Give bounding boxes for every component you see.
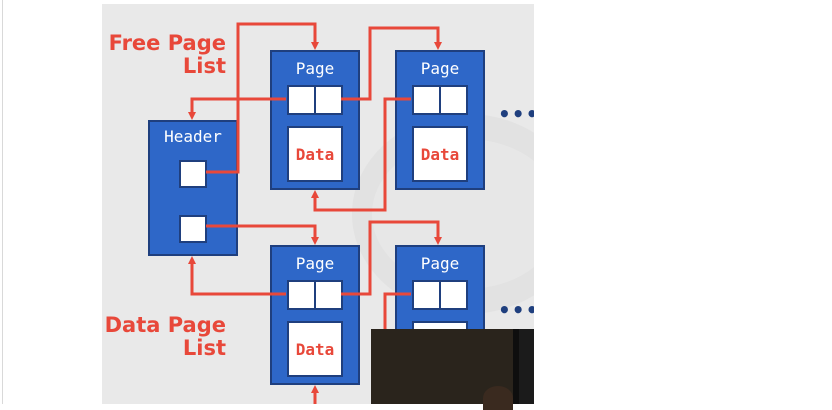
free-page-1: Page Data <box>270 50 360 190</box>
slide: Free Page List Data Page List Header Pag… <box>102 4 534 404</box>
page-label: Page <box>420 59 460 78</box>
data-page-list-title: Data Page List <box>102 314 226 360</box>
data-panel: Data <box>287 321 343 377</box>
next-pointer-slot <box>439 280 468 310</box>
more-pages-ellipsis-bottom: ••• <box>498 298 534 322</box>
speaker-head <box>483 386 513 410</box>
free-page-list-title: Free Page List <box>102 32 226 78</box>
data-label: Data <box>295 339 335 359</box>
data-title-line-1: Data Page <box>104 313 226 337</box>
next-pointer-slot <box>314 85 343 115</box>
data-panel: Data <box>412 126 468 182</box>
arrow-header-to-free-page-1 <box>206 22 319 174</box>
header-box: Header <box>148 120 238 256</box>
page-label: Page <box>295 59 335 78</box>
video-edge <box>513 329 519 404</box>
left-border <box>2 0 3 404</box>
page-label: Page <box>295 254 335 273</box>
free-title-line-1: Free Page <box>108 31 226 55</box>
arrow-header-to-data-page-1 <box>206 224 319 245</box>
data-label: Data <box>295 144 335 164</box>
arrow-data-page-1-to-data-page-2 <box>341 220 442 296</box>
data-label: Data <box>420 144 460 164</box>
data-page-1: Page Data <box>270 245 360 385</box>
arrow-free-page-2-to-free-page-1 <box>311 97 411 212</box>
prev-pointer-slot <box>287 85 316 115</box>
next-pointer-slot <box>439 85 468 115</box>
speaker-video-overlay <box>371 329 534 410</box>
data-list-pointer-slot <box>179 215 207 243</box>
free-page-2: Page Data <box>395 50 485 190</box>
free-list-pointer-slot <box>179 160 207 188</box>
data-title-line-2: List <box>182 336 226 360</box>
free-title-line-2: List <box>182 54 226 78</box>
arrow-data-page-1-to-header <box>188 256 286 296</box>
more-pages-ellipsis-top: ••• <box>498 102 534 126</box>
next-pointer-slot <box>314 280 343 310</box>
arrow-free-page-1-to-free-page-2 <box>341 26 442 101</box>
data-panel: Data <box>287 126 343 182</box>
arrow-free-page-1-to-header <box>188 97 286 120</box>
header-label: Header <box>164 127 222 146</box>
page-label: Page <box>420 254 460 273</box>
prev-pointer-slot <box>412 280 441 310</box>
